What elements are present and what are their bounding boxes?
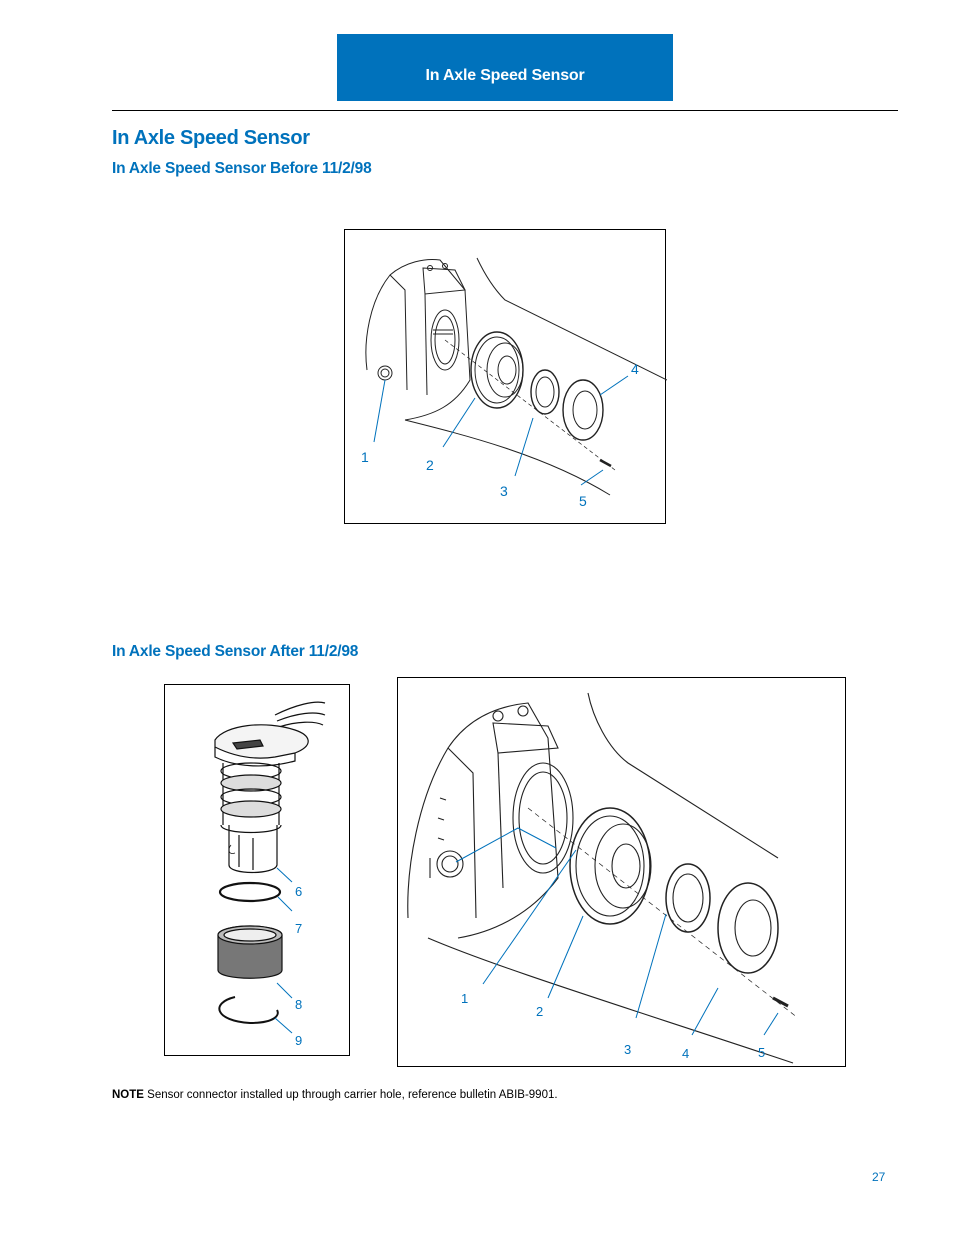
callout-3: 3 <box>500 483 508 499</box>
before-heading: In Axle Speed Sensor Before 11/2/98 <box>112 160 372 177</box>
callout-7: 7 <box>295 921 303 936</box>
callout-2: 2 <box>536 1004 544 1019</box>
callout-1: 1 <box>361 449 369 465</box>
figure-before-illustration <box>365 257 667 496</box>
after-heading: In Axle Speed Sensor After 11/2/98 <box>112 643 359 660</box>
figure-after-axle-illustration <box>407 692 799 1064</box>
figure-before: 1 2 3 4 5 <box>344 229 667 524</box>
callout-6: 6 <box>295 884 303 899</box>
callout-3: 3 <box>624 1042 632 1057</box>
page-number: 27 <box>872 1170 886 1184</box>
callout-2: 2 <box>426 457 434 473</box>
header-rule <box>112 110 898 111</box>
note: NOTE Sensor connector installed up throu… <box>112 1089 558 1101</box>
note-label: NOTE <box>112 1089 144 1101</box>
figure-after-sensor: 6 7 8 9 <box>164 684 350 1056</box>
callout-5: 5 <box>758 1045 766 1060</box>
callout-9: 9 <box>295 1033 303 1048</box>
callout-8: 8 <box>295 997 303 1012</box>
page-title: In Axle Speed Sensor <box>112 127 310 149</box>
callout-4: 4 <box>682 1046 690 1061</box>
callout-5: 5 <box>579 493 587 509</box>
header-tab: In Axle Speed Sensor <box>337 34 673 101</box>
callout-1: 1 <box>461 991 469 1006</box>
callout-4: 4 <box>631 361 639 377</box>
note-text: Sensor connector installed up through ca… <box>147 1089 558 1101</box>
header-tab-title: In Axle Speed Sensor <box>425 66 585 84</box>
figure-after-axle: 1 2 3 4 5 <box>397 677 846 1067</box>
figure-after-sensor-illustration <box>214 701 326 1034</box>
